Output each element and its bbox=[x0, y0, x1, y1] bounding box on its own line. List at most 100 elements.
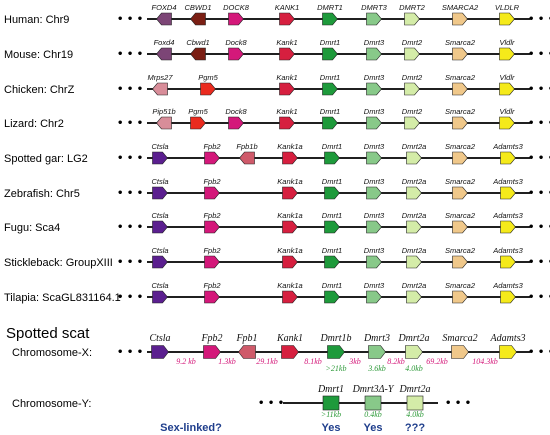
gene-arrow bbox=[366, 47, 382, 61]
gene-arrow bbox=[190, 12, 206, 26]
gene-label: Dmrt3 bbox=[364, 73, 385, 82]
gene-arrow bbox=[152, 151, 168, 165]
continuation-dots-left: • • • bbox=[117, 257, 143, 268]
gene-label: Dmrt1 bbox=[322, 211, 342, 220]
gene-arrow bbox=[281, 345, 299, 359]
gene-arrow bbox=[152, 186, 168, 200]
continuation-dots-right: • • • bbox=[528, 84, 550, 95]
gene-arrow bbox=[406, 255, 422, 269]
continuation-dots-right: • • • bbox=[445, 398, 471, 409]
gene-label: Dmrt1 bbox=[320, 107, 340, 116]
species-label: Chicken: ChrZ bbox=[4, 84, 75, 96]
gene-label: Pgm5 bbox=[188, 107, 208, 116]
gene-arrow bbox=[152, 255, 168, 269]
gene-label: Vldlr bbox=[499, 73, 515, 82]
gene-arrow bbox=[204, 151, 220, 165]
gene-label: Ctsla bbox=[151, 246, 168, 255]
species-label: Zebrafish: Chr5 bbox=[4, 188, 80, 200]
gene-arrow bbox=[156, 47, 172, 61]
gene-arrow bbox=[324, 290, 340, 304]
gene-arrow bbox=[279, 116, 295, 130]
gene-arrow bbox=[452, 220, 468, 234]
gene-arrow bbox=[152, 82, 168, 96]
gene-arrow bbox=[190, 116, 206, 130]
gene-label: Kank1 bbox=[276, 73, 297, 82]
gene-arrow bbox=[322, 12, 338, 26]
gene-arrow bbox=[366, 220, 382, 234]
distance-label: 8.2kb bbox=[387, 357, 405, 366]
gene-label: Fpb2 bbox=[203, 211, 221, 220]
gene-arrow bbox=[366, 186, 382, 200]
gene-arrow bbox=[200, 82, 216, 96]
gene-arrow bbox=[452, 47, 468, 61]
gene-label: Kank1 bbox=[276, 38, 297, 47]
continuation-dots-left: • • • bbox=[117, 84, 143, 95]
distance-label: 29.1kb bbox=[256, 357, 278, 366]
gene-box bbox=[364, 395, 382, 411]
continuation-dots-right: • • • bbox=[528, 118, 550, 129]
gene-label: Dmrt2 bbox=[402, 38, 423, 47]
continuation-dots-left: • • • bbox=[117, 153, 143, 164]
gene-arrow bbox=[366, 151, 382, 165]
gene-label: Cbwd1 bbox=[186, 38, 209, 47]
gene-size-label: 0.4kb bbox=[364, 410, 382, 419]
gene-label: Dmrt2a bbox=[402, 246, 427, 255]
sex-linked-status: Yes bbox=[322, 422, 341, 434]
gene-label: Dmrt3 bbox=[364, 107, 385, 116]
gene-arrow bbox=[366, 12, 382, 26]
gene-arrow bbox=[404, 12, 420, 26]
gene-label: Dock8 bbox=[225, 107, 247, 116]
gene-arrow bbox=[500, 186, 516, 200]
sex-linked-question: Sex-linked? bbox=[160, 422, 222, 434]
gene-arrow bbox=[279, 82, 295, 96]
gene-arrow bbox=[279, 12, 295, 26]
gene-label: DMRT3 bbox=[361, 3, 388, 12]
gene-arrow bbox=[322, 47, 338, 61]
sex-linked-status: Yes bbox=[364, 422, 383, 434]
gene-label: Dmrt3 bbox=[364, 38, 385, 47]
gene-label: Dock8 bbox=[225, 38, 247, 47]
gene-arrow bbox=[204, 186, 220, 200]
gene-arrow bbox=[406, 186, 422, 200]
gene-arrow bbox=[500, 151, 516, 165]
continuation-dots-right: • • • bbox=[528, 188, 550, 199]
gene-label: CBWD1 bbox=[184, 3, 211, 12]
continuation-dots-left: • • • bbox=[117, 118, 143, 129]
continuation-dots-left: • • • bbox=[117, 292, 143, 303]
gene-arrow bbox=[405, 345, 423, 359]
species-label: Spotted gar: LG2 bbox=[4, 153, 88, 165]
gene-label: Dmrt1 bbox=[317, 384, 344, 395]
gene-label: Kank1a bbox=[277, 246, 302, 255]
gene-label: Foxd4 bbox=[154, 38, 175, 47]
gene-label: Dmrt3 bbox=[363, 333, 390, 344]
gene-label: Adamts3 bbox=[492, 177, 523, 186]
distance-label: 104.3kb bbox=[472, 357, 498, 366]
gene-arrow bbox=[322, 82, 338, 96]
gene-arrow bbox=[366, 82, 382, 96]
species-label: Human: Chr9 bbox=[4, 14, 69, 26]
distance-label: 1.3kb bbox=[218, 357, 236, 366]
gene-arrow bbox=[499, 345, 517, 359]
sex-linked-status: ??? bbox=[405, 422, 425, 434]
gene-label: SMARCA2 bbox=[442, 3, 479, 12]
gene-arrow bbox=[499, 116, 515, 130]
distance-label: 9.2 kb bbox=[176, 357, 196, 366]
gene-label: Ctsla bbox=[149, 333, 170, 344]
gene-arrow bbox=[282, 290, 298, 304]
gene-label: Dmrt3 bbox=[364, 177, 385, 186]
distance-label: 3.6kb bbox=[367, 364, 386, 373]
gene-label: Adamts3 bbox=[492, 281, 523, 290]
gene-arrow bbox=[282, 151, 298, 165]
gene-label: Ctsla bbox=[151, 211, 168, 220]
species-label: Stickleback: GroupXIII bbox=[4, 257, 113, 269]
gene-arrow bbox=[204, 255, 220, 269]
gene-label: Dmrt2a bbox=[398, 384, 430, 395]
species-label: Lizard: Chr2 bbox=[4, 118, 64, 130]
gene-label: Dmrt2a bbox=[402, 281, 427, 290]
gene-arrow bbox=[452, 116, 468, 130]
gene-label: Dmrt2a bbox=[397, 333, 429, 344]
gene-label: Adamts3 bbox=[490, 333, 526, 344]
gene-arrow bbox=[190, 47, 206, 61]
gene-arrow bbox=[500, 255, 516, 269]
gene-label: Smarca2 bbox=[445, 38, 476, 47]
